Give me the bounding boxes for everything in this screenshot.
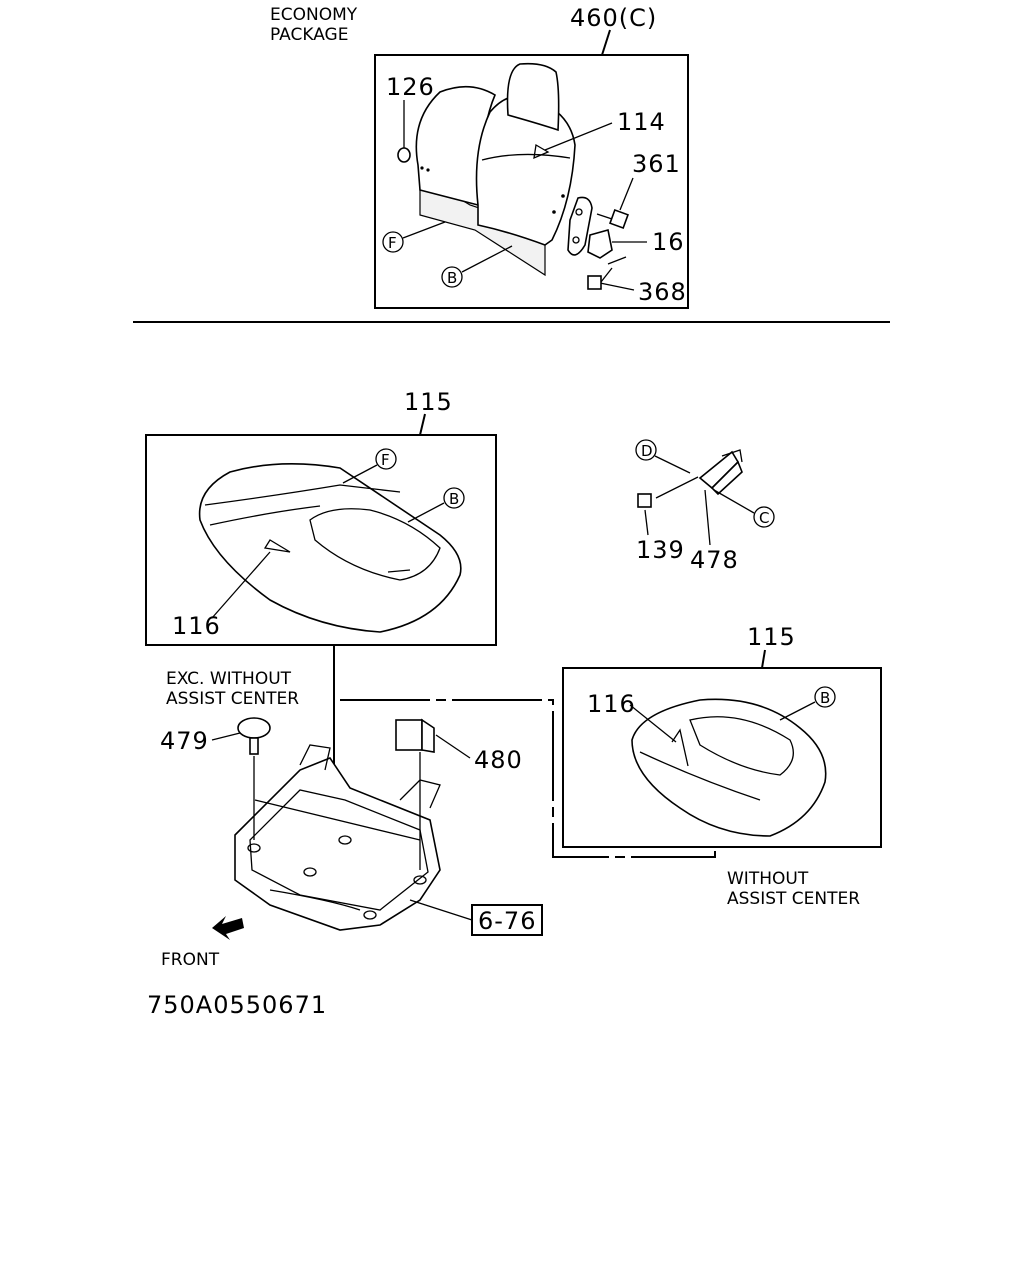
letter-B-right: B (820, 689, 830, 707)
circle-F-cushion (375, 448, 397, 470)
callout-478: 478 (690, 546, 739, 574)
section-ref-label[interactable]: 6-76 (478, 907, 536, 935)
callout-479: 479 (160, 727, 209, 755)
letter-F-back: F (388, 234, 397, 252)
bolt-icon-368 (587, 256, 627, 290)
callout-116-top: 116 (172, 612, 221, 640)
clip-icon-126 (397, 147, 411, 163)
connector-right-cushion (340, 699, 716, 858)
seatback-frame (374, 54, 689, 309)
seatback-body (475, 95, 576, 246)
letter-B-back: B (447, 269, 457, 287)
callout-126: 126 (386, 73, 435, 101)
cushion-frame-top (145, 434, 497, 646)
front-arrow-icon (212, 916, 244, 940)
callout-114: 114 (617, 108, 666, 136)
callout-115-top: 115 (404, 388, 453, 416)
note-without-line2: ASSIST CENTER (727, 889, 860, 909)
note-economy-line1: ECONOMY (270, 5, 358, 25)
bracket-478 (698, 449, 743, 496)
seatback-illustration (415, 62, 576, 277)
seat-cushion-top (198, 463, 462, 633)
circle-B-right (814, 686, 836, 708)
letter-C-bracket: C (759, 509, 769, 527)
callout-361: 361 (632, 150, 681, 178)
letter-D-bracket: D (641, 442, 653, 460)
callout-115-right: 115 (747, 623, 796, 651)
cushion-frame-right (562, 667, 882, 848)
seat-cushion-right (631, 698, 827, 837)
leader-460c (601, 29, 611, 56)
letter-F-cushion: F (381, 451, 390, 469)
clip-icon-480 (395, 718, 435, 753)
front-label: FRONT (161, 950, 220, 970)
bolt-icon-361 (596, 209, 629, 229)
circle-C-bracket (753, 506, 775, 528)
hinge-bracket-16 (567, 196, 613, 259)
headrest (506, 62, 560, 132)
circle-B-cushion (443, 487, 465, 509)
circle-F-back (382, 231, 404, 253)
callout-480: 480 (474, 746, 523, 774)
figure-code: 750A0550671 (147, 991, 327, 1019)
callout-16: 16 (652, 228, 685, 256)
note-without-line1: WITHOUT (727, 869, 809, 889)
bolt-icon-139 (637, 493, 652, 508)
push-clip-icon-479 (237, 717, 271, 755)
note-exc-line1: EXC. WITHOUT (166, 669, 292, 689)
callout-139: 139 (636, 536, 685, 564)
seatback-label-tag (533, 143, 550, 160)
callout-368: 368 (638, 278, 687, 306)
note-exc-line2: ASSIST CENTER (166, 689, 299, 709)
note-economy-line2: PACKAGE (270, 25, 348, 45)
circle-D-bracket (635, 439, 657, 461)
letter-B-cushion: B (449, 490, 459, 508)
callout-460c: 460(C) (570, 4, 657, 32)
circle-B-back (441, 266, 463, 288)
callout-116-right: 116 (587, 690, 636, 718)
seat-frame-pan (234, 744, 441, 931)
